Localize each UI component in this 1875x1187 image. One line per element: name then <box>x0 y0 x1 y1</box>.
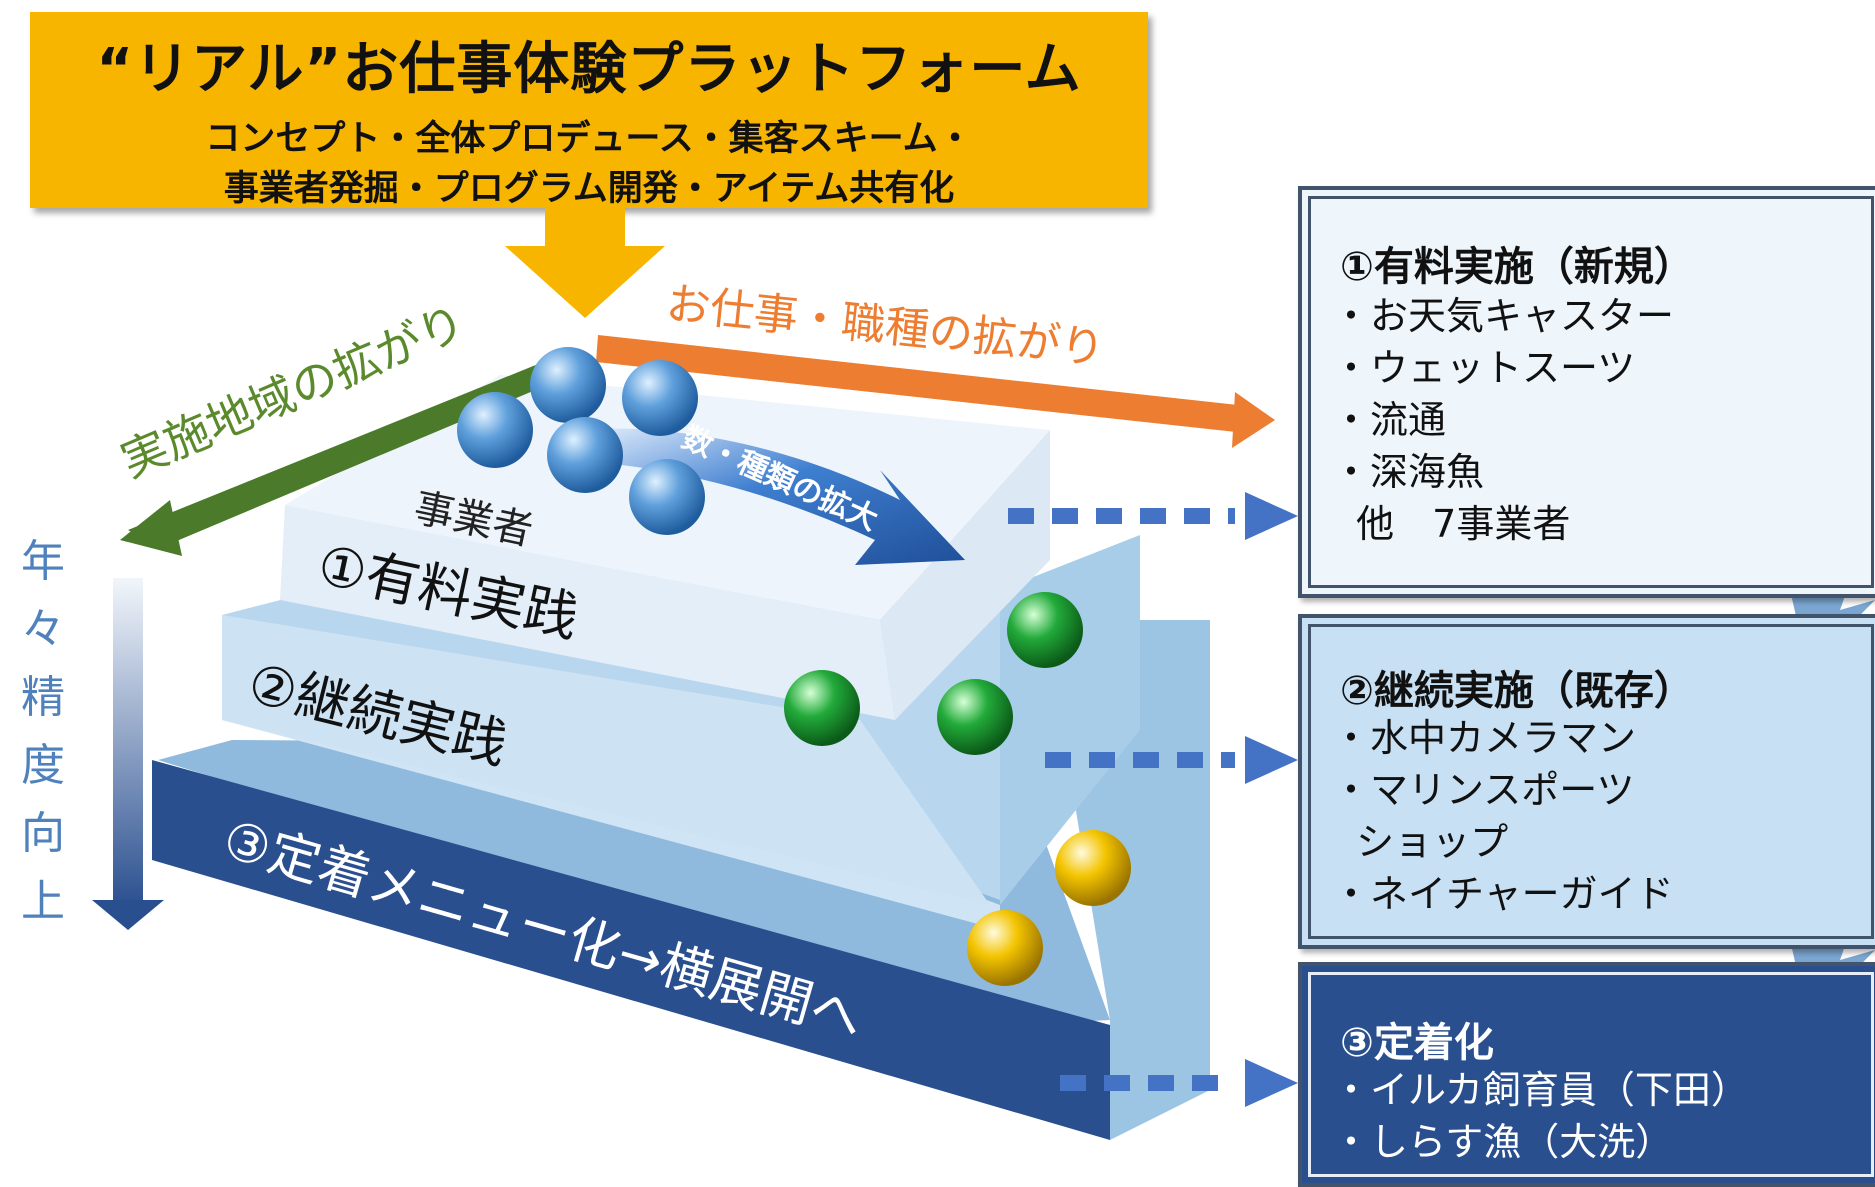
step1-front <box>280 505 895 720</box>
list-item: ・深海魚 <box>1332 450 1485 494</box>
continued-spheres <box>784 592 1083 755</box>
region-expansion-arrow <box>128 360 552 548</box>
precision-arrow-shaft <box>113 578 143 908</box>
step2-face <box>222 615 990 905</box>
list-item: ・しらす漁（大洗） <box>1332 1120 1674 1164</box>
list-item: ・ウェットスーツ <box>1332 346 1636 390</box>
panel-item-list: ・お天気キャスター ・ウェットスーツ ・流通 ・深海魚 他 7事業者 <box>1332 290 1674 550</box>
precision-arrow-head <box>92 900 164 930</box>
panel-established: ③定着化 ・イルカ飼育員（下田） ・しらす漁（大洗） <box>1298 962 1875 1187</box>
continued-sphere <box>937 679 1013 755</box>
step1-side <box>880 430 1050 720</box>
region-expansion-arrowhead <box>120 500 182 556</box>
connector-step1 <box>1008 492 1298 540</box>
precision-label-char: 度 <box>21 740 65 791</box>
list-item: ・マリンスポーツ <box>1332 768 1635 812</box>
established-sphere <box>1055 830 1131 906</box>
list-item: ・ネイチャーガイド <box>1332 872 1674 916</box>
list-item: ・流通 <box>1332 398 1447 442</box>
panel-title: ①有料実施（新規） <box>1340 244 1694 290</box>
established-spheres <box>967 830 1131 986</box>
precision-improvement-label: 年 々 精 度 向 上 <box>14 528 72 936</box>
precision-label-char: 々 <box>21 604 65 655</box>
established-sphere <box>967 910 1043 986</box>
operator-sphere <box>547 417 623 493</box>
precision-label-char: 精 <box>21 672 65 723</box>
list-item: ・お天気キャスター <box>1332 294 1675 338</box>
panel-title: ③定着化 <box>1340 1020 1494 1066</box>
job-expansion-arrowhead <box>1232 392 1275 448</box>
operator-sphere <box>457 392 533 468</box>
list-item: ・イルカ飼育員（下田） <box>1332 1068 1749 1112</box>
operator-sphere <box>530 347 606 423</box>
platform-header: “リアル”お仕事体験プラットフォーム コンセプト・全体プロデュース・集客スキーム… <box>30 12 1148 209</box>
panel-title: ②継続実施（既存） <box>1340 668 1694 714</box>
step3-front <box>152 760 1110 1140</box>
operator-sphere <box>622 360 698 436</box>
platform-subtitle-line2: 事業者発掘・プログラム開発・アイテム共有化 <box>223 169 955 209</box>
panel-continued-existing: ②継続実施（既存） ・水中カメラマン ・マリンスポーツ ショップ ・ネイチャーガ… <box>1298 614 1875 949</box>
list-item: ・水中カメラマン <box>1332 716 1637 760</box>
platform-subtitle-line1: コンセプト・全体プロデュース・集客スキーム・ <box>205 119 973 159</box>
connector-step2 <box>1045 736 1298 784</box>
list-item: ショップ <box>1332 820 1509 864</box>
continued-sphere <box>784 670 860 746</box>
header-down-arrow <box>505 208 665 318</box>
panel-item-list: ・水中カメラマン ・マリンスポーツ ショップ ・ネイチャーガイド <box>1332 712 1674 920</box>
platform-title: “リアル”お仕事体験プラットフォーム <box>96 37 1082 102</box>
operator-sphere <box>629 459 705 535</box>
precision-label-char: 向 <box>21 808 65 859</box>
operator-spheres <box>457 347 705 535</box>
panel-item-list: ・イルカ飼育員（下田） ・しらす漁（大洗） <box>1332 1064 1749 1168</box>
precision-label-char: 年 <box>21 536 65 587</box>
panel-paid-new: ①有料実施（新規） ・お天気キャスター ・ウェットスーツ ・流通 ・深海魚 他 … <box>1298 186 1875 598</box>
job-expansion-arrow <box>596 335 1238 432</box>
precision-label-char: 上 <box>21 876 65 927</box>
list-item: 他 7事業者 <box>1332 502 1571 546</box>
continued-sphere <box>1007 592 1083 668</box>
connector-step3 <box>1060 1059 1298 1107</box>
